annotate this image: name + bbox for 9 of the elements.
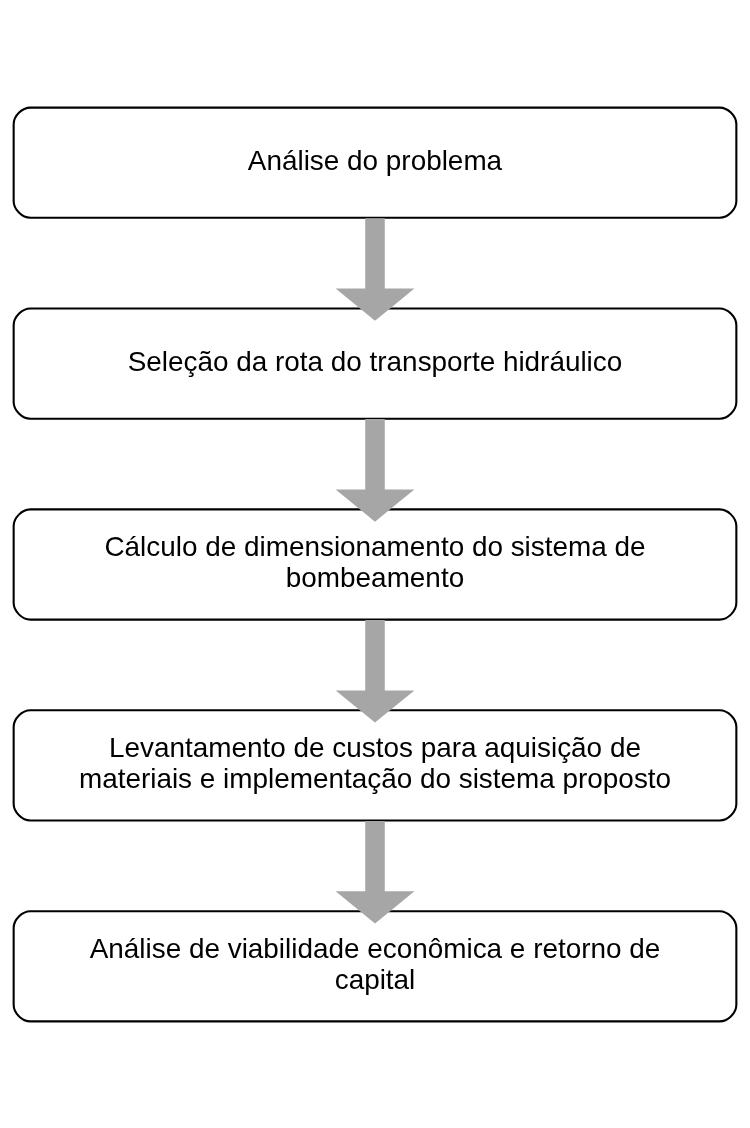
- node-box: Cálculo de dimensionamento do sistema de bombeamento: [12, 507, 738, 621]
- node-box: Seleção da rota do transporte hidráulico: [12, 306, 738, 420]
- node-box: Análise do problema: [12, 106, 738, 219]
- arrow: [335, 418, 415, 522]
- node-box: Análise de viabilidade econômica e retorno de capital: [12, 909, 738, 1022]
- node-box: Levantamento de custos para aquisição de materiais e implementação do sistema proposto: [12, 708, 738, 822]
- arrow: [335, 820, 415, 923]
- arrow: [335, 217, 415, 321]
- arrow: [335, 619, 415, 723]
